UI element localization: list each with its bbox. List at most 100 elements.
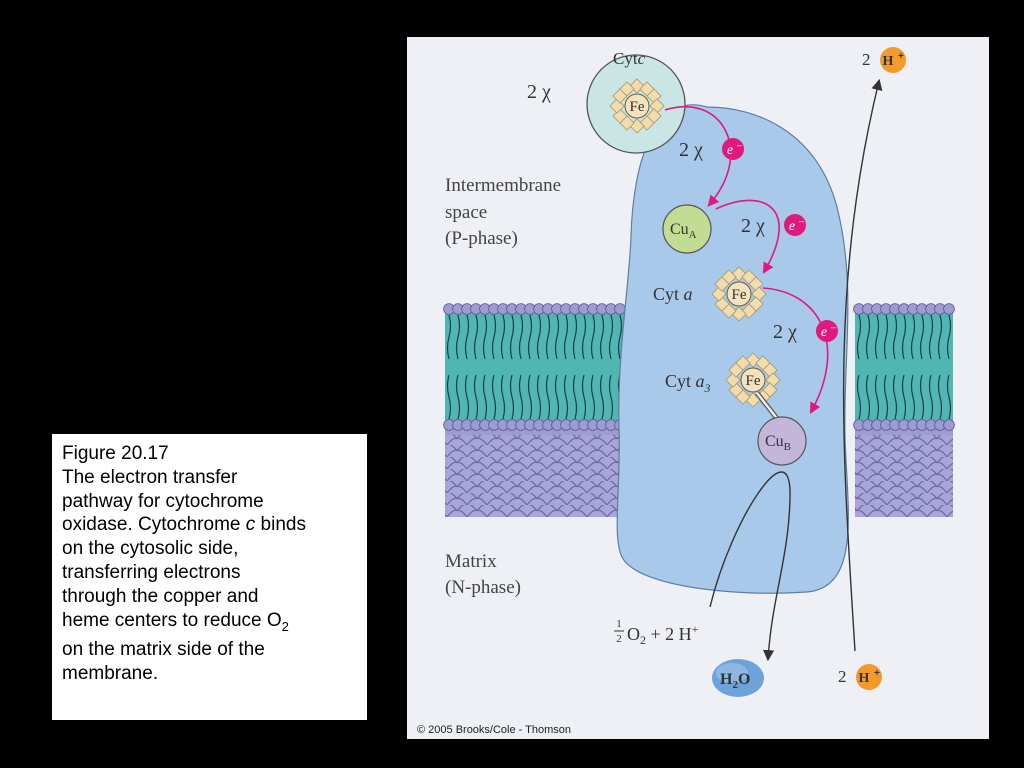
electron-icon: [816, 320, 838, 342]
caption-line: membrane.: [62, 662, 159, 684]
caption-text: binds: [255, 514, 306, 536]
proton-symbol: H: [883, 54, 894, 69]
membrane-core-left: [445, 313, 625, 423]
lipid-tail: [563, 374, 569, 420]
water-formula: H2O: [720, 671, 750, 691]
lipid-tail: [545, 374, 551, 420]
cua-text: Cu: [670, 221, 689, 238]
reactant-oxygen: O: [627, 624, 640, 644]
electron-step: 2 χ e –: [773, 320, 838, 343]
lipid-tail: [572, 374, 578, 420]
lipid-tail: [491, 314, 497, 360]
fe-cub-bond: [756, 392, 780, 422]
water-subscript: 2: [732, 679, 738, 691]
caption-line: The electron transfer: [62, 466, 238, 488]
intermembrane-label: space: [445, 202, 487, 223]
lipid-head: [943, 419, 955, 431]
lipid-tail: [910, 374, 916, 420]
reactant-protons: + 2 H: [646, 624, 692, 644]
lipid-tail: [590, 374, 596, 420]
lipid-tail: [865, 314, 871, 360]
lipid-tail: [554, 374, 560, 420]
lipid-tail: [518, 374, 524, 420]
electron-symbol: e: [727, 143, 733, 158]
lipid-tail: [901, 374, 907, 420]
proton-charge: +: [874, 668, 880, 679]
matrix-label: (N-phase): [445, 577, 521, 598]
cyt-a-label: Cyt a: [653, 284, 693, 304]
caption-text: oxidase. Cytochrome: [62, 514, 246, 536]
lipid-tail: [946, 374, 952, 420]
fraction-denominator: 2: [616, 633, 622, 645]
proton-count: 2: [838, 667, 847, 686]
membrane-scallop-right: [855, 435, 953, 517]
reactants-label: 1 2 O2 + 2 H+: [614, 618, 699, 647]
cytochrome-oxidase-protein: [616, 104, 849, 594]
electron-transfer-arrow: [715, 199, 780, 274]
lipid-tail: [910, 314, 916, 360]
lipid-tail: [509, 374, 515, 420]
lipid-tail: [919, 374, 925, 420]
lipid-tail: [527, 314, 533, 360]
lipid-tail: [874, 374, 880, 420]
caption-line: pathway for cytochrome: [62, 490, 264, 512]
electron-icon: [722, 138, 744, 160]
proton-pump-arrow: [842, 78, 883, 652]
electron-step: 2 χ e –: [741, 214, 806, 237]
lipid-tail: [536, 314, 542, 360]
lipid-tail: [455, 374, 461, 420]
lipid-tail: [545, 314, 551, 360]
electron-transfer-arrow: [664, 105, 732, 207]
electron-count-label: 2 χ: [773, 321, 797, 343]
cytochrome-c-italic: c: [638, 49, 646, 68]
lipid-tail: [928, 314, 934, 360]
lipid-tail: [491, 374, 497, 420]
lipid-tail: [608, 374, 614, 420]
lipid-tail: [856, 314, 862, 360]
lipid-tail: [856, 374, 862, 420]
lipid-tail: [883, 374, 889, 420]
lipid-tail: [536, 374, 542, 420]
lipid-tail: [500, 374, 506, 420]
proton-icon: [856, 664, 882, 690]
fe-center: [624, 93, 650, 119]
lipid-head: [614, 303, 626, 315]
lipid-tail: [901, 314, 907, 360]
cub-label: CuB: [765, 433, 791, 453]
cyt-a3-text: Cyt: [665, 371, 696, 391]
heme-icon: Fe: [725, 352, 781, 408]
electron-icon: [784, 214, 806, 236]
cub-center: [757, 416, 807, 466]
lipid-tail: [581, 374, 587, 420]
cyt-a3-subscript: 3: [704, 381, 711, 395]
copyright-text: © 2005 Brooks/Cole - Thomson: [417, 724, 571, 736]
caption-line: oxidase. Cytochrome c binds: [62, 513, 357, 537]
reactant-oxygen-subscript: 2: [640, 633, 646, 647]
lipid-tail: [892, 374, 898, 420]
proton-count: 2: [862, 50, 871, 69]
caption-box: Figure 20.17 The electron transfer pathw…: [52, 434, 367, 720]
heme-icon: Fe: [711, 266, 767, 322]
cytochrome-c-label: Cytc: [613, 49, 646, 68]
water-o: O: [738, 671, 750, 688]
lipid-tail: [509, 314, 515, 360]
lipid-tail: [464, 314, 470, 360]
cua-center: [662, 204, 712, 254]
fe-label: Fe: [630, 99, 645, 115]
figure-panel: Intermembrane space (P-phase) Matrix (N-…: [407, 37, 989, 739]
water-h: H: [720, 671, 733, 688]
electron-step: 2 χ e –: [679, 138, 744, 161]
lipid-tail: [919, 314, 925, 360]
caption-line: through the copper and: [62, 585, 259, 607]
caption-line: transferring electrons: [62, 561, 241, 583]
cytochrome-oxidase-diagram: Intermembrane space (P-phase) Matrix (N-…: [417, 47, 955, 736]
cyt-a-italic: a: [684, 284, 693, 304]
cyt-a3-italic: a: [696, 371, 705, 391]
cytochrome-c-text: Cyt: [613, 49, 638, 68]
reactant-formula: O2 + 2 H+: [627, 622, 699, 647]
electron-count-label: 2 χ: [679, 139, 703, 161]
fe-label: Fe: [746, 373, 761, 389]
caption-line: on the cytosolic side,: [62, 538, 239, 560]
lipid-tail: [590, 314, 596, 360]
caption-line: on the matrix side of the: [62, 639, 265, 661]
